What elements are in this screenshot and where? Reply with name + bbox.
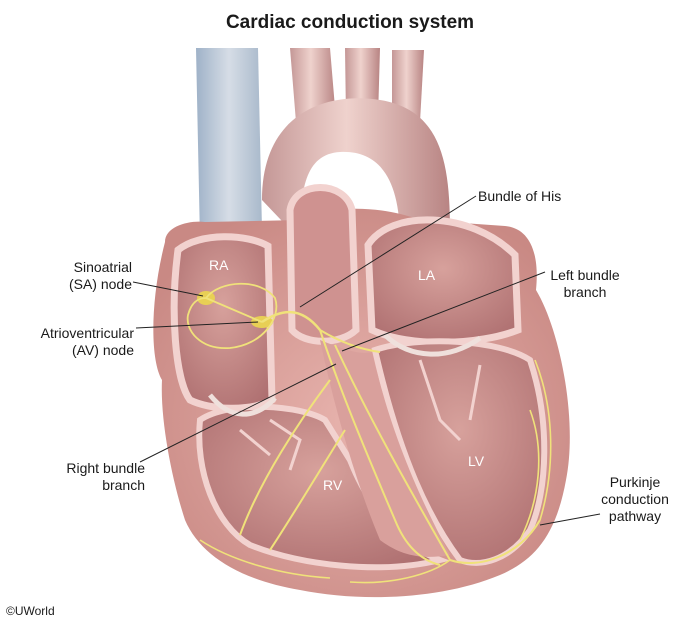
copyright-credit: ©UWorld <box>6 604 55 618</box>
subclavian-vessel <box>392 50 424 122</box>
right-bundle-branch <box>239 329 441 566</box>
leader-purkinje <box>539 513 601 526</box>
superior-vena-cava <box>196 48 262 240</box>
label-right-bundle-branch: Right bundle branch <box>66 460 145 493</box>
left-bundle-branch <box>319 329 541 565</box>
mitral-valve <box>383 333 482 357</box>
papillary-lv <box>418 359 482 442</box>
chamber-label-la: LA <box>418 267 436 283</box>
left-ventricle-cavity <box>371 338 548 566</box>
aortic-arch <box>262 98 450 240</box>
leader-left-bundle <box>341 271 546 352</box>
diagram-title: Cardiac conduction system <box>225 12 475 33</box>
chamber-label-lv: LV <box>468 453 485 469</box>
leader-sa-node <box>132 281 204 297</box>
leader-right-bundle <box>139 363 337 463</box>
purkinje-fibers <box>199 359 552 584</box>
label-bundle-of-his: Bundle of His <box>478 188 562 204</box>
chamber-label-rv: RV <box>323 477 343 493</box>
label-av-node: Atrioventricular (AV) node <box>40 325 134 358</box>
leader-av-node <box>135 321 259 329</box>
label-left-bundle-branch: Left bundle branch <box>550 267 620 300</box>
internodal-pathway <box>186 282 278 349</box>
leader-bundle-his <box>299 195 477 308</box>
papillary-rv <box>239 418 302 471</box>
tricuspid-valve <box>208 393 277 417</box>
left-atrium-cavity <box>364 216 522 346</box>
aortic-root <box>286 184 360 345</box>
label-sa-node: Sinoatrial (SA) node <box>68 259 132 292</box>
label-purkinje-pathway: Purkinje conduction pathway <box>601 474 669 524</box>
chamber-label-ra: RA <box>209 257 229 273</box>
right-atrium-cavity <box>174 236 272 409</box>
bundle-of-his <box>261 310 321 331</box>
